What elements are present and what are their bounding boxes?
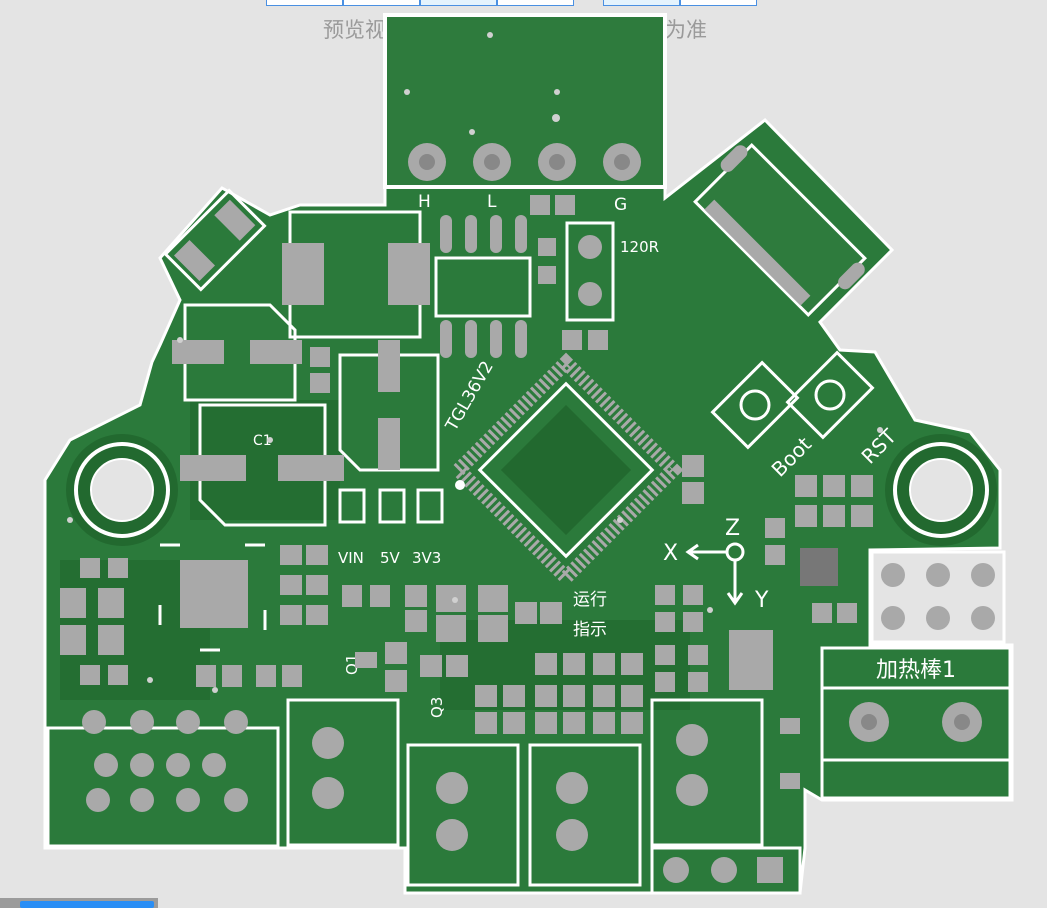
preview-caption-right: 为准: [665, 18, 707, 42]
view-tab-group-1[interactable]: [266, 0, 574, 6]
connector-2pin: [528, 743, 642, 887]
view-tab[interactable]: [497, 0, 574, 6]
view-tab-group-2[interactable]: [603, 0, 757, 6]
reset-button[interactable]: [785, 350, 875, 440]
label-run: 运行: [573, 590, 607, 610]
label-g: G: [614, 195, 627, 215]
capacitor-outline: [183, 303, 297, 402]
power-leds: [338, 488, 444, 524]
scrollbar-thumb[interactable]: [20, 901, 154, 908]
view-tab[interactable]: [680, 0, 757, 6]
connector-2pin: [406, 743, 520, 887]
header-2x3: [870, 550, 1006, 644]
label-indicator: 指示: [573, 620, 607, 640]
view-tab-active[interactable]: [420, 0, 497, 6]
smd-pads: [60, 195, 873, 789]
bottom-scrollbar[interactable]: [0, 898, 158, 908]
mcu-chip: [448, 352, 684, 588]
axis-icon: [685, 542, 745, 606]
boot-button[interactable]: [710, 360, 800, 450]
label-3v3: 3V3: [412, 549, 441, 567]
vias: [67, 32, 883, 693]
label-z: Z: [725, 516, 740, 541]
label-c1: C1: [253, 433, 272, 449]
heater-connector: [820, 646, 1012, 800]
preview-caption-left: 预览视: [323, 18, 386, 42]
can-header-pads: [408, 143, 641, 181]
driver-ic: [180, 560, 248, 628]
label-vin: VIN: [338, 549, 364, 567]
mounting-hole-right: [885, 434, 997, 546]
view-tab[interactable]: [343, 0, 420, 6]
label-h: H: [418, 192, 431, 212]
view-tab-active[interactable]: [603, 0, 680, 6]
connector-3pin: [650, 846, 802, 895]
label-l: L: [487, 192, 497, 212]
view-tab[interactable]: [266, 0, 343, 6]
connector-2pin: [286, 698, 400, 847]
connector-2x4: [46, 710, 280, 848]
label-heater: 加热棒1: [876, 658, 956, 683]
capacitor-c1-outline: [198, 403, 327, 527]
label-120r: 120R: [620, 238, 659, 256]
label-5v: 5V: [380, 549, 401, 567]
mounting-hole-left: [66, 434, 178, 546]
jumper-120r: [565, 221, 615, 322]
connector-2pin: [650, 698, 764, 847]
label-y: Y: [754, 588, 769, 613]
label-x: X: [663, 541, 678, 566]
header-pins: [881, 563, 995, 630]
label-q3: Q3: [428, 697, 446, 718]
usb-c-connector: [693, 143, 867, 317]
